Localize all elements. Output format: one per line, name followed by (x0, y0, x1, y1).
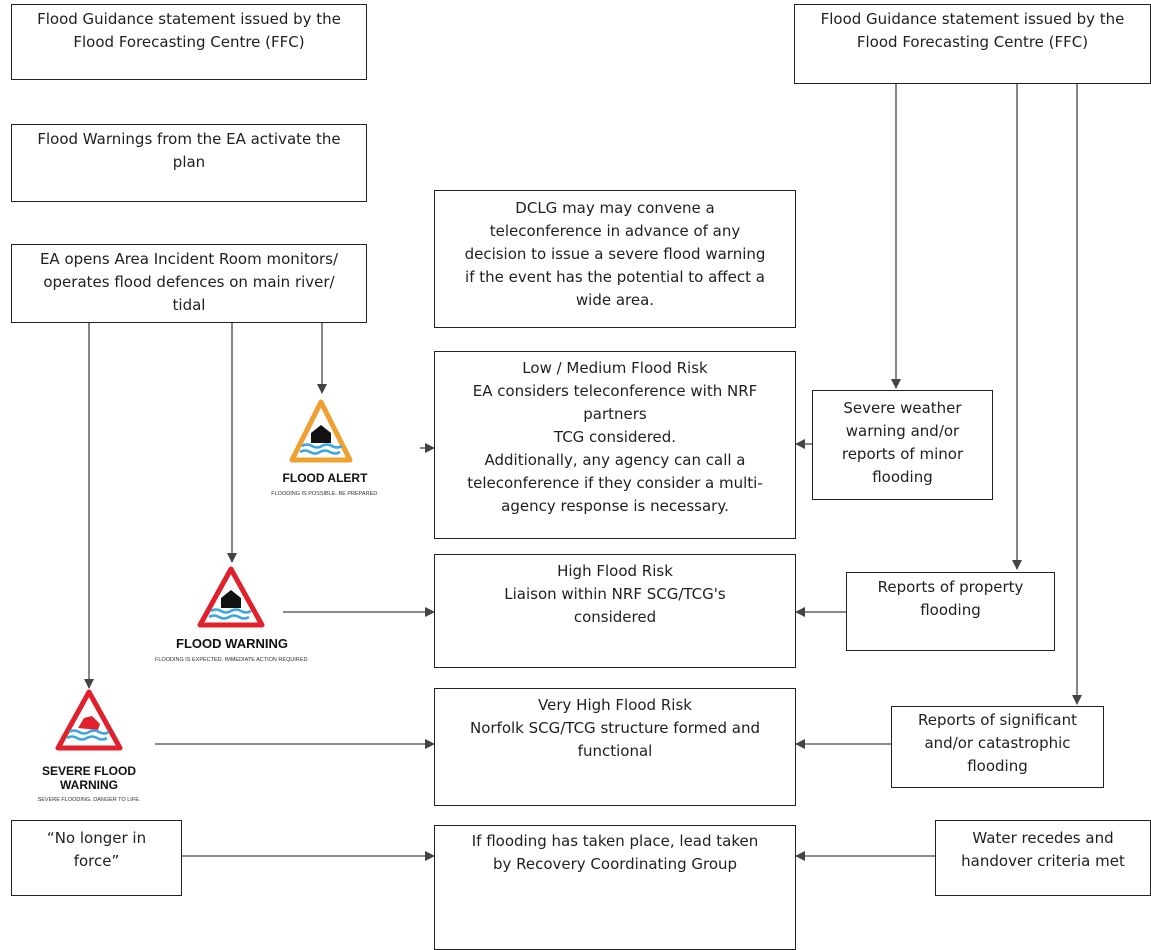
box-text-line: flooding (967, 757, 1028, 775)
flood-warning-icon (197, 566, 265, 628)
box-text-line: DCLG may may convene a (515, 199, 715, 217)
flood-alert-title: FLOOD ALERT (282, 471, 368, 485)
box-text-line: force” (73, 852, 120, 870)
box-text-line: Severe weather (843, 399, 962, 417)
box-text-line: considered (573, 608, 657, 626)
box-text-line: Reports of significant (918, 711, 1077, 729)
box-text-line: agency response is necessary. (501, 497, 729, 515)
box-text-line: operates flood defences on main river/ (43, 273, 335, 291)
box-text-line: and/or catastrophic (924, 734, 1071, 752)
box-text-line: teleconference in advance of any (489, 222, 741, 240)
box-text-line: Flood Guidance statement issued by the (820, 10, 1125, 28)
box-text-line: Norfolk SCG/TCG structure formed and (469, 719, 761, 737)
water-recedes-box: Water recedes and handover criteria met (935, 820, 1151, 896)
box-text-line: partners (583, 405, 647, 423)
box-text-line: TCG considered. (553, 428, 677, 446)
box-text-line: Flood Warnings from the EA activate the (37, 130, 341, 148)
flood-warning-title: FLOOD WARNING (176, 636, 288, 651)
box-text-line: handover criteria met (961, 852, 1125, 870)
no-longer-in-force-box: “No longer in force” (11, 820, 182, 896)
box-text-line: Low / Medium Flood Risk (522, 359, 708, 377)
box-text-line: High Flood Risk (557, 562, 673, 580)
severe-flood-warning-title-line2: WARNING (60, 778, 118, 792)
box-text-line: flooding (920, 601, 981, 619)
box-text-line: EA opens Area Incident Room monitors/ (39, 250, 339, 268)
box-text-line: tidal (172, 296, 206, 314)
box-text-line: flooding (872, 468, 933, 486)
box-text-line: if the event has the potential to affect… (465, 268, 765, 286)
box-text-line: Flood Guidance statement issued by the (37, 10, 341, 28)
severe-flood-warning-subtitle: SEVERE FLOODING. DANGER TO LIFE. (37, 797, 141, 803)
box-text-line: decision to issue a severe flood warning (464, 245, 766, 263)
box-text-line: Reports of property (877, 578, 1024, 596)
flood-warning-subtitle: FLOODING IS EXPECTED. IMMEDIATE ACTION R… (155, 657, 309, 663)
box-text-line: EA considers teleconference with NRF (472, 382, 758, 400)
box-text-line: “No longer in (46, 829, 147, 847)
box-text-line: Flood Forecasting Centre (FFC) (856, 33, 1089, 51)
flood-alert-icon (289, 399, 353, 463)
box-text-line: teleconference if they consider a multi- (467, 474, 763, 492)
low-medium-flood-risk-box: Low / Medium Flood Risk EA considers tele… (434, 351, 796, 539)
significant-flooding-box: Reports of significant and/or catastrophi… (891, 706, 1104, 788)
severe-flood-warning-icon (55, 689, 123, 751)
box-text-line: Additionally, any agency can call a (484, 451, 746, 469)
ea-flood-warnings-box: Flood Warnings from the EA activate the p… (11, 124, 367, 202)
box-text-line: Liaison within NRF SCG/TCG's (504, 585, 726, 603)
box-text-line: functional (577, 742, 653, 760)
property-flooding-box: Reports of property flooding (846, 572, 1055, 651)
box-text-line: plan (172, 153, 206, 171)
dclg-teleconference-box: DCLG may may convene a teleconference in … (434, 190, 796, 328)
box-text-line: wide area. (575, 291, 655, 309)
box-text-line: Water recedes and (972, 829, 1114, 847)
severe-weather-box: Severe weather warning and/or reports of m… (812, 390, 993, 500)
box-text-line: by Recovery Coordinating Group (492, 855, 738, 873)
box-text-line: Flood Forecasting Centre (FFC) (73, 33, 305, 51)
box-text-line: If flooding has taken place, lead taken (471, 832, 759, 850)
box-text-line: Very High Flood Risk (538, 696, 692, 714)
recovery-coordinating-box: If flooding has taken place, lead taken b… (434, 825, 796, 950)
box-text-line: reports of minor (841, 445, 964, 463)
flood-alert-subtitle: FLOODING IS POSSIBLE. BE PREPARED. (271, 491, 379, 497)
box-text-line: warning and/or (845, 422, 960, 440)
ea-incident-room-box: EA opens Area Incident Room monitors/ope… (11, 244, 367, 323)
severe-flood-warning-title-line1: SEVERE FLOOD (41, 764, 136, 778)
